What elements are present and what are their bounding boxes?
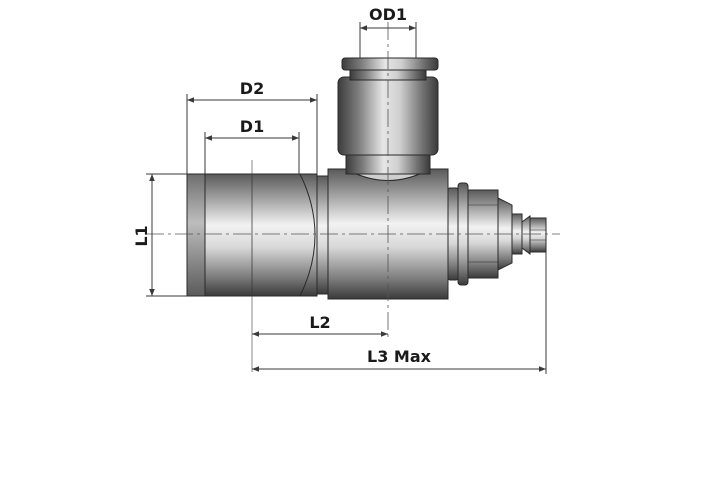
female-body bbox=[186, 173, 330, 297]
dimension-od1: OD1 bbox=[359, 5, 417, 58]
d1-label: D1 bbox=[240, 117, 264, 136]
dimension-l1: L1 bbox=[132, 173, 187, 297]
d2-label: D2 bbox=[240, 79, 264, 98]
dimension-d1: D1 bbox=[204, 117, 300, 174]
l1-label: L1 bbox=[132, 225, 151, 246]
dimension-l3-max: L3 Max bbox=[252, 252, 547, 374]
od1-label: OD1 bbox=[369, 5, 407, 24]
dimension-l2: L2 bbox=[252, 313, 388, 337]
dimension-d2: D2 bbox=[186, 79, 318, 174]
l2-label: L2 bbox=[309, 313, 330, 332]
l3-max-label: L3 Max bbox=[367, 347, 432, 366]
